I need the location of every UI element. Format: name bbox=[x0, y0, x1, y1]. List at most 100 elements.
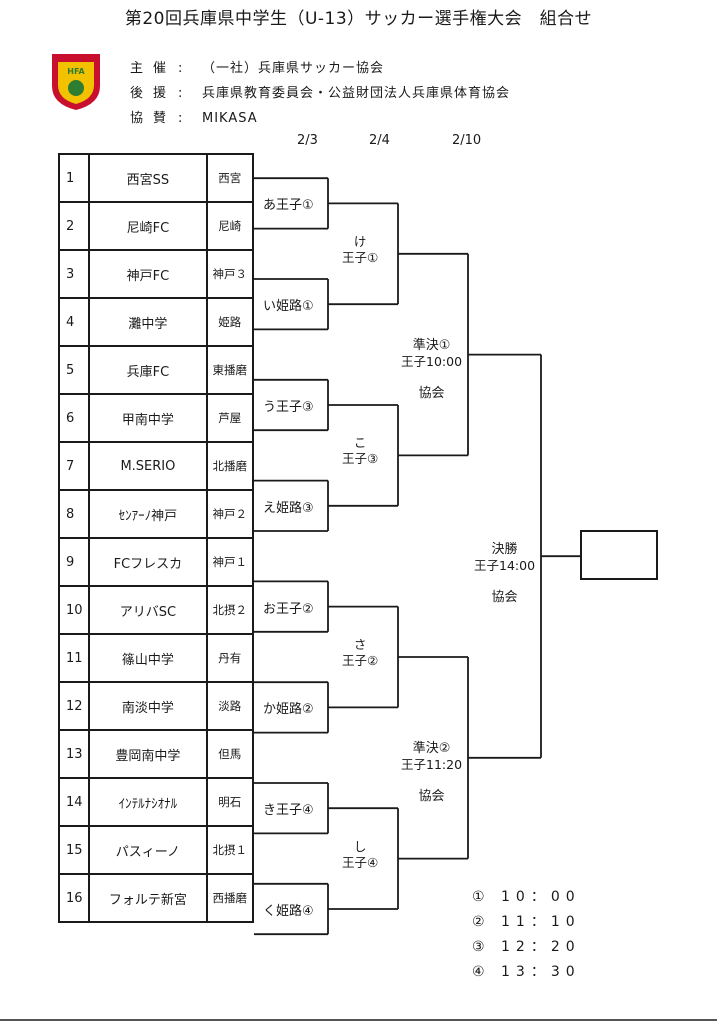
association-logo: HFA bbox=[50, 52, 102, 112]
team-name: 兵庫FC bbox=[88, 345, 208, 395]
semi-name: 準決② bbox=[412, 740, 451, 756]
round2-match: し王子④ bbox=[342, 839, 378, 871]
match-label: い姫路① bbox=[263, 299, 314, 315]
team-name: M.SERIO bbox=[88, 441, 208, 491]
team-number: 11 bbox=[57, 633, 91, 683]
semi-note: 協会 bbox=[418, 385, 445, 401]
team-region: 北摂１ bbox=[205, 825, 255, 875]
semi-name: 準決① bbox=[412, 337, 451, 353]
organizer-label: 主催 bbox=[130, 61, 177, 76]
supporter-sep: : bbox=[178, 86, 184, 101]
team-number: 3 bbox=[57, 249, 91, 299]
round2-match: け王子① bbox=[342, 234, 378, 266]
team-name: 豊岡南中学 bbox=[88, 729, 208, 779]
team-number: 9 bbox=[57, 537, 91, 587]
supporter-line: 後援: 兵庫県教育委員会・公益財団法人兵庫県体育協会 bbox=[130, 82, 510, 101]
team-region: 東播磨 bbox=[205, 345, 255, 395]
team-number: 8 bbox=[57, 489, 91, 539]
semi-venue: 王子11:20 bbox=[401, 756, 463, 772]
team-name: 篠山中学 bbox=[88, 633, 208, 683]
team-region: 尼崎 bbox=[205, 201, 255, 251]
svg-text:HFA: HFA bbox=[67, 67, 85, 76]
supporter-label: 後援 bbox=[130, 86, 177, 101]
date-round1: 2/3 bbox=[297, 133, 318, 148]
organizer-sep: : bbox=[178, 61, 184, 76]
time-legend-1: ① 10：00 bbox=[472, 886, 581, 906]
round1-match: お王子② bbox=[262, 597, 315, 617]
team-number: 14 bbox=[57, 777, 91, 827]
page-title: 第20回兵庫県中学生（U-13）サッカー選手権大会 組合せ bbox=[124, 9, 593, 29]
team-region: 淡路 bbox=[205, 681, 255, 731]
team-name: 神戸FC bbox=[88, 249, 208, 299]
team-number: 13 bbox=[57, 729, 91, 779]
sponsor-value: MIKASA bbox=[202, 111, 258, 126]
round1-match: か姫路② bbox=[262, 698, 315, 718]
final-venue: 王子14:00 bbox=[474, 558, 536, 574]
supporter-value: 兵庫県教育委員会・公益財団法人兵庫県体育協会 bbox=[202, 86, 511, 101]
team-region: 丹有 bbox=[205, 633, 255, 683]
team-number: 2 bbox=[57, 201, 91, 251]
team-region: 姫路 bbox=[205, 297, 255, 347]
match-label: う王子③ bbox=[263, 400, 314, 415]
match-venue: 王子① bbox=[342, 249, 379, 265]
legend-mark: ③ bbox=[472, 939, 491, 955]
team-region: 芦屋 bbox=[205, 393, 255, 443]
date-round2: 2/4 bbox=[369, 133, 390, 148]
legend-mark: ② bbox=[472, 914, 491, 930]
time-legend-4: ④ 13：30 bbox=[472, 961, 581, 981]
team-name: 南淡中学 bbox=[88, 681, 208, 731]
legend-mark: ① bbox=[472, 889, 491, 905]
match-id: こ bbox=[353, 435, 367, 451]
team-name: 灘中学 bbox=[88, 297, 208, 347]
team-number: 6 bbox=[57, 393, 91, 443]
date-semis-final: 2/10 bbox=[452, 133, 482, 148]
team-number: 10 bbox=[57, 585, 91, 635]
organizer-value: （一社）兵庫県サッカー協会 bbox=[202, 61, 385, 76]
legend-time: 11：10 bbox=[501, 914, 581, 930]
organizer-line: 主催: （一社）兵庫県サッカー協会 bbox=[130, 57, 384, 76]
team-region: 西播磨 bbox=[205, 873, 255, 923]
round1-match: く姫路④ bbox=[262, 900, 315, 919]
team-name: 西宮SS bbox=[88, 153, 208, 203]
team-region: 北摂２ bbox=[205, 585, 255, 635]
match-id: さ bbox=[353, 637, 367, 652]
semi-venue: 王子10:00 bbox=[401, 353, 463, 369]
match-venue: 王子④ bbox=[342, 854, 379, 870]
team-name: アリバSC bbox=[88, 585, 208, 635]
bottom-rule bbox=[0, 1019, 717, 1021]
team-region: 神戸３ bbox=[205, 249, 255, 299]
team-region: 但馬 bbox=[205, 729, 255, 779]
team-region: 明石 bbox=[205, 777, 255, 827]
team-name: フォルテ新宮 bbox=[88, 873, 208, 923]
round1-match: あ王子① bbox=[262, 194, 315, 214]
final-name: 決勝 bbox=[491, 542, 518, 558]
legend-time: 12：20 bbox=[501, 939, 581, 955]
team-number: 16 bbox=[57, 873, 91, 923]
team-number: 4 bbox=[57, 297, 91, 347]
team-number: 15 bbox=[57, 825, 91, 875]
match-label: お王子② bbox=[263, 601, 314, 617]
champion-box bbox=[580, 530, 658, 580]
time-legend-2: ② 11：10 bbox=[472, 911, 581, 931]
team-name: パスィーノ bbox=[88, 825, 208, 875]
legend-mark: ④ bbox=[472, 964, 491, 980]
team-region: 西宮 bbox=[205, 153, 255, 203]
team-name: ｾﾝｱｰﾉ神戸 bbox=[88, 489, 208, 539]
